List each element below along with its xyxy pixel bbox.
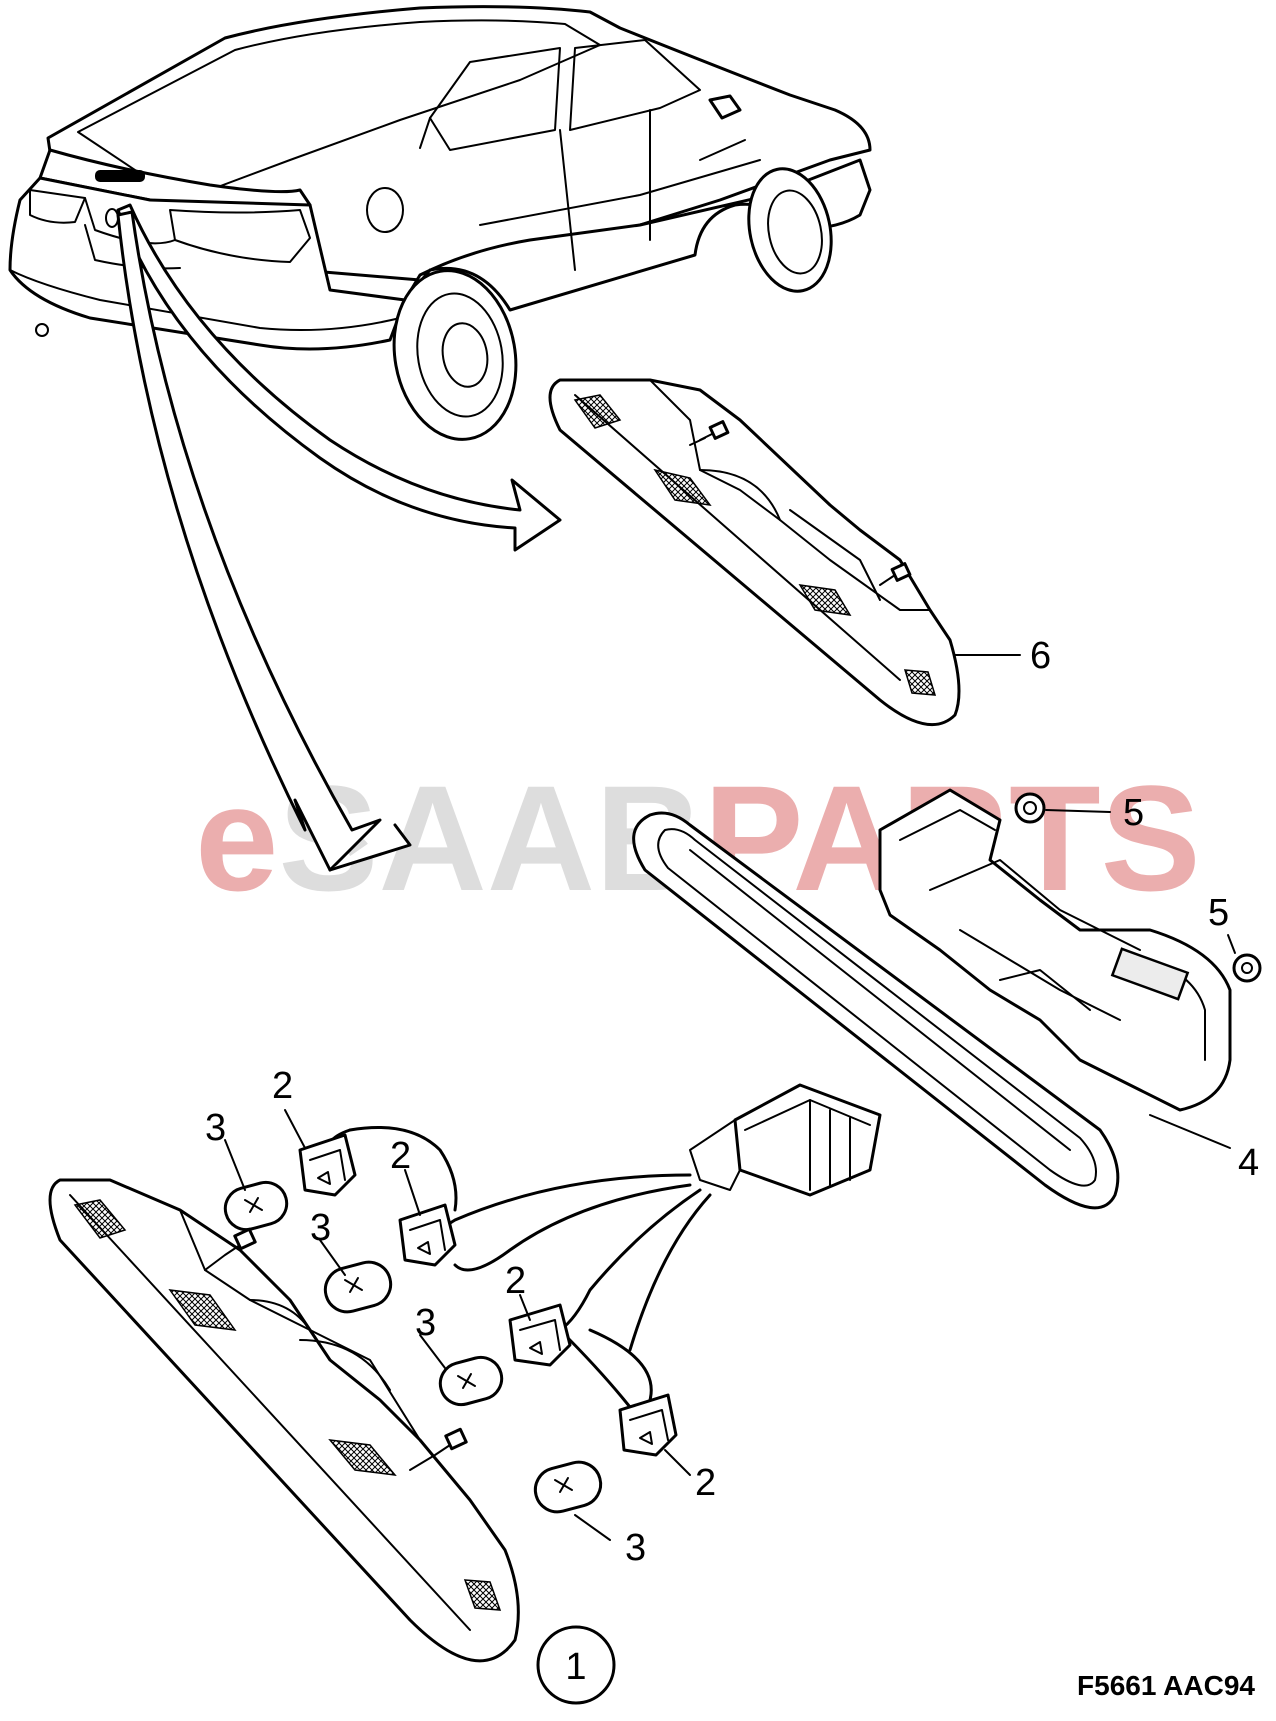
assembled-brake-lamp bbox=[548, 378, 1021, 727]
nuts bbox=[1014, 792, 1262, 983]
callout-3-c: 3 bbox=[415, 1302, 436, 1344]
callout-3-b: 3 bbox=[310, 1207, 331, 1249]
callout-3-a: 3 bbox=[205, 1107, 226, 1149]
leader-lines bbox=[224, 1109, 691, 1541]
lamp-housing bbox=[48, 1178, 520, 1663]
view-arrows bbox=[116, 203, 562, 872]
callout-3-d: 3 bbox=[625, 1527, 646, 1569]
callout-2-d: 2 bbox=[695, 1462, 716, 1504]
wiring-harness bbox=[326, 1083, 882, 1422]
gasket-and-bracket bbox=[632, 788, 1232, 1210]
callout-2-b: 2 bbox=[390, 1135, 411, 1177]
figure-code: F5661 AAC94 bbox=[1077, 1670, 1255, 1701]
callout-6: 6 bbox=[1030, 635, 1051, 677]
callout-4: 4 bbox=[1238, 1142, 1259, 1184]
bulb-holders bbox=[298, 1133, 678, 1457]
callout-2-a: 2 bbox=[272, 1065, 293, 1107]
assembly-number: 1 bbox=[565, 1646, 586, 1688]
callout-2-c: 2 bbox=[505, 1260, 526, 1302]
callout-5-b: 5 bbox=[1208, 892, 1229, 934]
callout-5-a: 5 bbox=[1123, 792, 1144, 834]
assembly-number-badge: 1 bbox=[536, 1625, 616, 1705]
watermark-prefix: e bbox=[195, 754, 278, 922]
callout-labels: 2 3 2 3 2 3 2 3 4 5 5 6 bbox=[205, 635, 1259, 1569]
bulbs bbox=[223, 1180, 603, 1514]
car-illustration bbox=[8, 5, 872, 441]
